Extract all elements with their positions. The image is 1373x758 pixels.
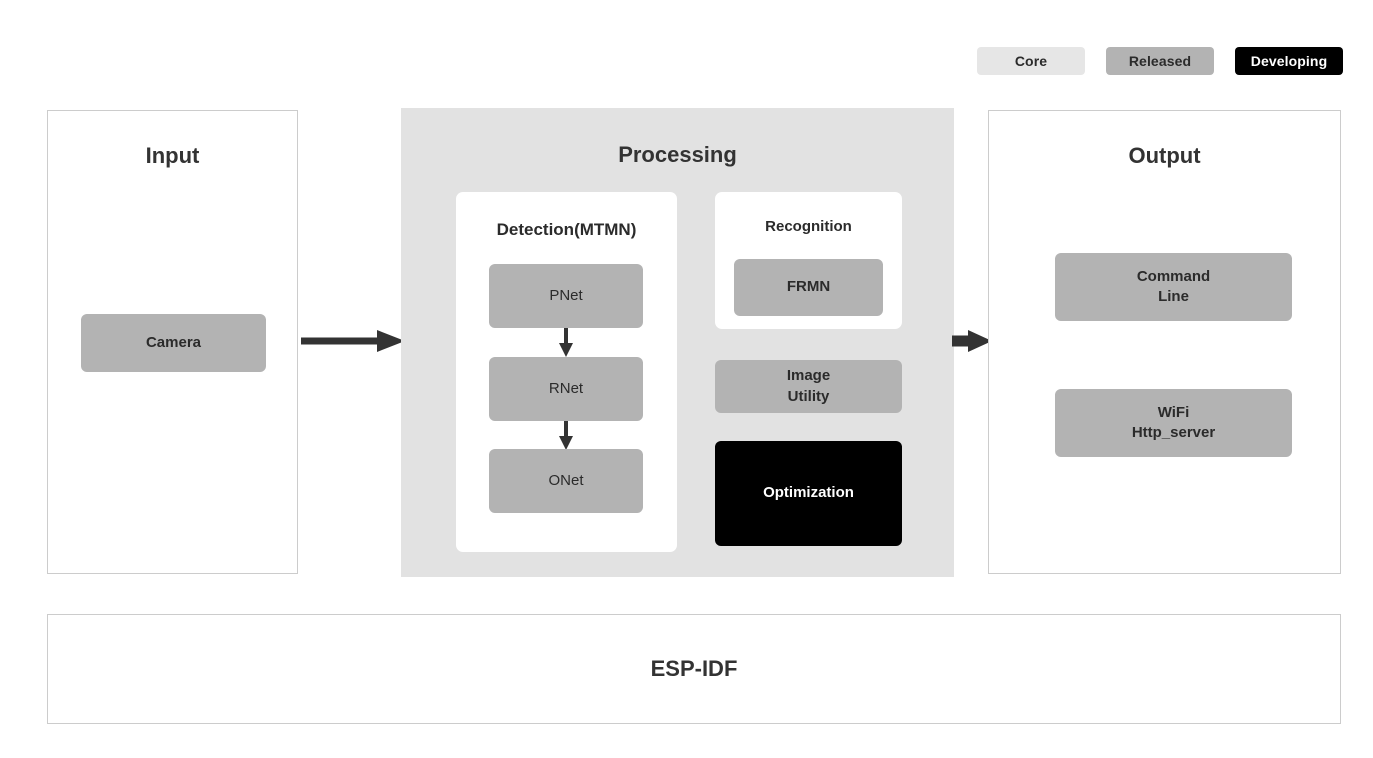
node-command-line[interactable]: Command Line <box>1055 253 1292 321</box>
legend-label-developing: Developing <box>1250 53 1328 69</box>
node-optimization-label: Optimization <box>763 484 854 502</box>
recognition-subpanel-title: Recognition <box>765 218 852 235</box>
input-panel-title: Input <box>145 143 200 168</box>
legend: Core Released Developing <box>977 47 1343 75</box>
node-onet[interactable]: ONet <box>489 449 643 513</box>
processing-panel: Processing Detection(MTMN) PNet RNet ONe… <box>401 108 954 577</box>
espidf-label: ESP-IDF <box>650 656 738 681</box>
node-image-utility-line2: Utility <box>787 387 830 405</box>
detection-subpanel-title: Detection(MTMN) <box>496 220 637 239</box>
output-panel-title: Output <box>1128 143 1201 168</box>
node-rnet[interactable]: RNet <box>489 357 643 421</box>
node-onet-label: ONet <box>548 471 584 489</box>
node-rnet-label: RNet <box>548 379 584 397</box>
node-optimization[interactable]: Optimization <box>715 441 902 546</box>
node-camera-label: Camera <box>145 333 202 351</box>
legend-chip-released[interactable]: Released <box>1106 47 1214 75</box>
espidf-foundation-panel: ESP-IDF <box>47 614 1341 724</box>
input-panel: Input Camera <box>47 110 298 574</box>
node-wifi-http-server-line1: WiFi <box>1157 403 1190 421</box>
node-image-utility-label: Image Utility <box>787 366 830 407</box>
node-command-line-line1: Command <box>1136 267 1211 285</box>
node-frmn-label: FRMN <box>786 278 831 296</box>
node-wifi-http-server-line2: Http_server <box>1131 424 1216 441</box>
detection-subpanel: Detection(MTMN) PNet RNet ONet <box>456 192 677 552</box>
output-panel: Output Command Line WiFi Http_server <box>988 110 1341 574</box>
node-image-utility-line1: Image <box>786 367 831 385</box>
node-pnet[interactable]: PNet <box>489 264 643 328</box>
recognition-subpanel: Recognition FRMN <box>715 192 902 329</box>
arrow-rnet-to-onet-icon <box>559 421 573 450</box>
legend-label-released: Released <box>1128 53 1192 69</box>
legend-label-core: Core <box>1014 53 1048 69</box>
node-frmn[interactable]: FRMN <box>734 259 883 316</box>
arrow-input-to-processing-icon <box>301 326 405 356</box>
processing-panel-title: Processing <box>618 142 737 167</box>
node-command-line-label: Command Line <box>1137 267 1210 308</box>
node-wifi-http-server-label: WiFi Http_server <box>1132 403 1215 444</box>
arrow-pnet-to-rnet-icon <box>559 328 573 357</box>
node-image-utility[interactable]: Image Utility <box>715 360 902 413</box>
node-wifi-http-server[interactable]: WiFi Http_server <box>1055 389 1292 457</box>
node-pnet-label: PNet <box>549 286 583 304</box>
legend-chip-developing[interactable]: Developing <box>1235 47 1343 75</box>
legend-chip-core[interactable]: Core <box>977 47 1085 75</box>
arrow-processing-to-output-icon <box>952 326 992 356</box>
node-command-line-line2: Line <box>1158 288 1189 305</box>
node-camera[interactable]: Camera <box>81 314 266 372</box>
